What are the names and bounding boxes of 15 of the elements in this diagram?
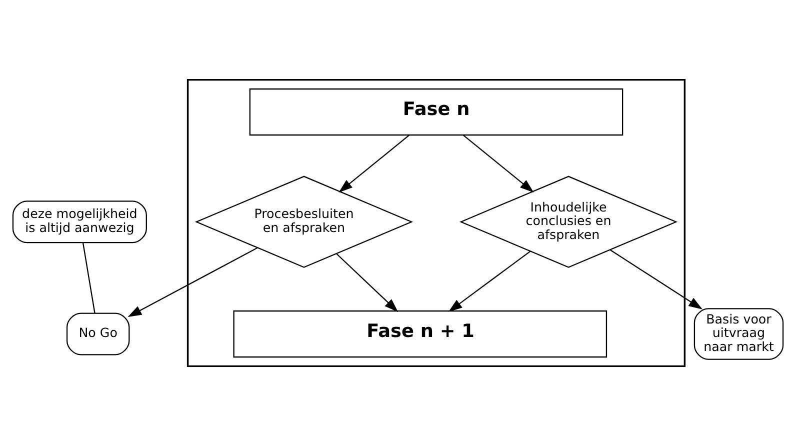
node-box: deze mogelijkheid is altijd aanwezig — [12, 200, 147, 243]
cluster — [186, 78, 686, 367]
connector — [82, 242, 96, 313]
arrow — [462, 134, 534, 192]
arrow — [338, 134, 410, 192]
arrow — [336, 252, 398, 312]
node-box: Basis voor uitvraag naar markt — [694, 308, 784, 360]
node-diamond: Inhoudelijke conclusies en afspraken — [460, 175, 678, 268]
arrow — [610, 248, 702, 309]
arrow — [448, 250, 531, 312]
node-box: Fase n + 1 — [233, 310, 608, 358]
arrow — [128, 246, 258, 317]
node-box: No Go — [66, 312, 130, 355]
node-box: Fase n — [249, 88, 624, 136]
node-diamond: Procesbesluiten en afspraken — [194, 175, 413, 268]
